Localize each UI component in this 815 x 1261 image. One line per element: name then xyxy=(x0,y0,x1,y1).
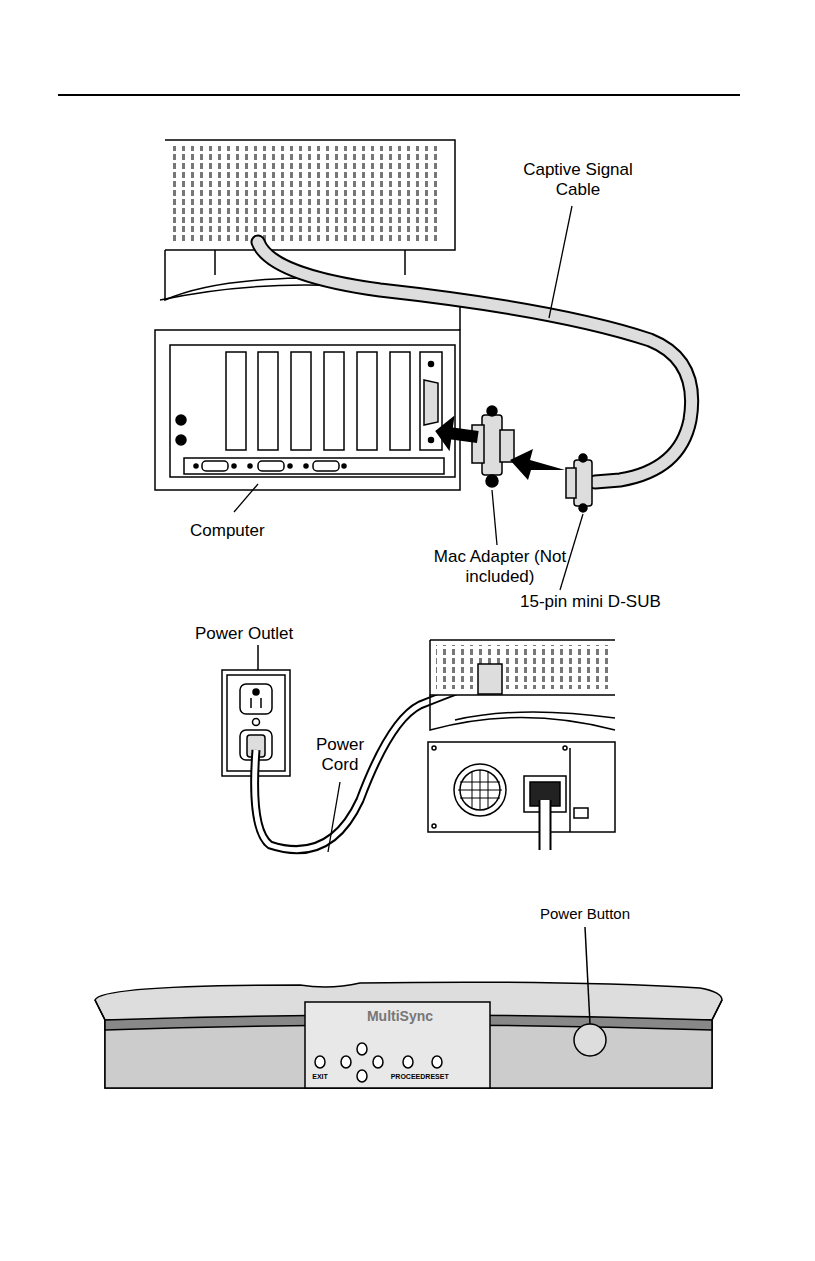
button-label: RESET xyxy=(417,1073,457,1081)
part-label: Power Outlet xyxy=(195,624,325,644)
button-label: EXIT xyxy=(300,1073,340,1081)
connector-label: 15-pin mini D-SUB xyxy=(520,592,680,612)
brand-label: MultiSync xyxy=(340,1008,460,1025)
part-label: Mac Adapter (Not included) xyxy=(430,547,570,588)
part-label: Power Button xyxy=(540,905,660,923)
part-label: Captive Signal Cable xyxy=(518,160,638,201)
part-label: Power Cord xyxy=(305,735,375,776)
part-label: Computer xyxy=(190,521,300,541)
